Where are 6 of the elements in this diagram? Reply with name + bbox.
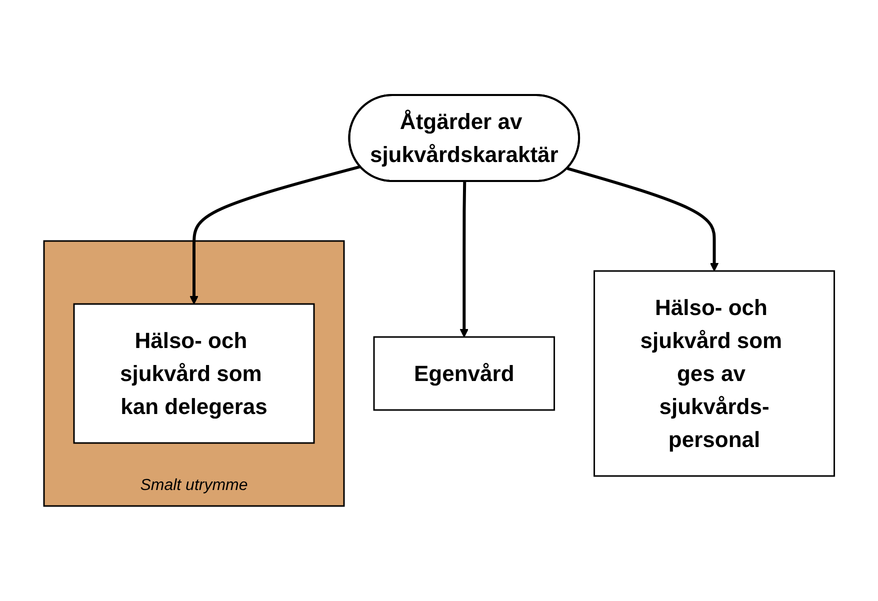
node-box: Hälso- och sjukvård som ges av sjukvårds-personal [593,270,835,477]
node-box: Egenvård [373,336,555,411]
node-box: Hälso- och sjukvård som kan delegeras [73,303,315,444]
arrow [460,181,468,338]
arrow [566,167,719,272]
arrow [189,165,361,304]
